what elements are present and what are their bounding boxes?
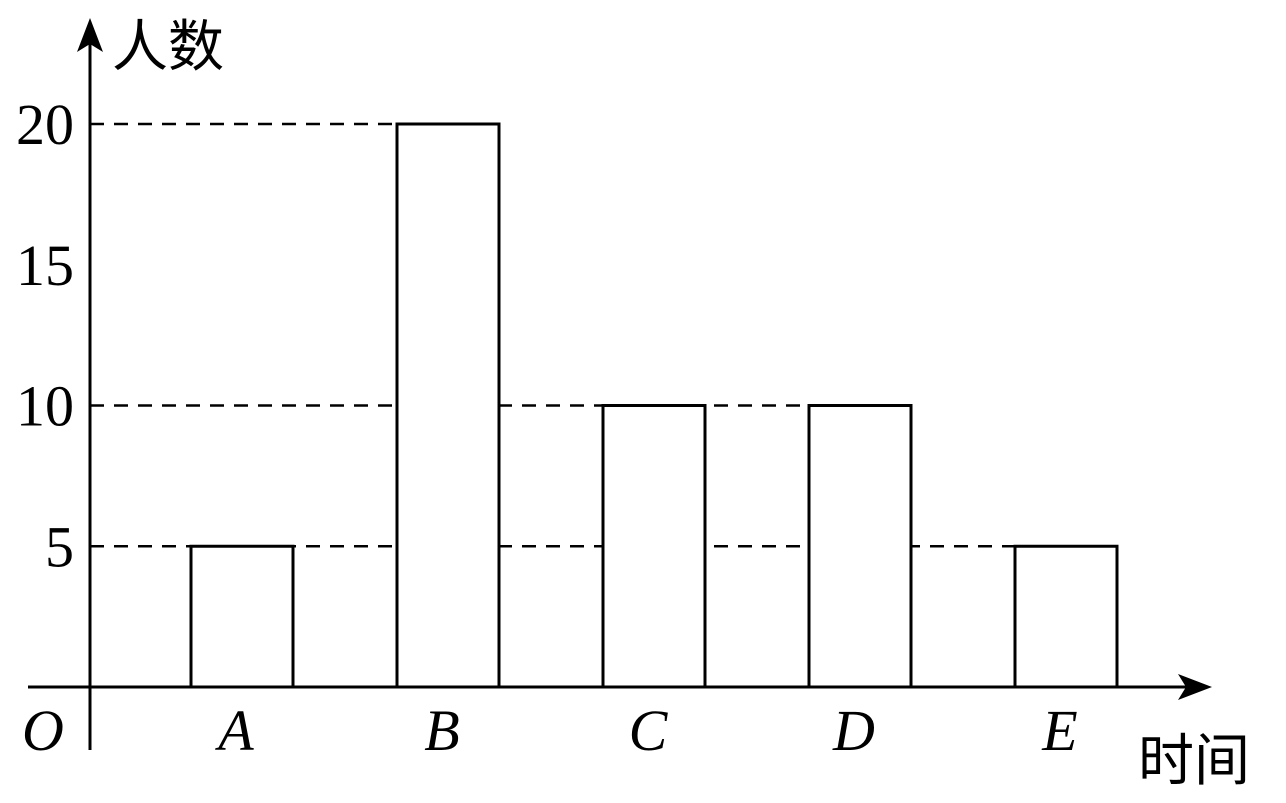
- bars: [189, 122, 1119, 689]
- y-tick-label-10: 10: [16, 374, 74, 439]
- bar-A: [189, 544, 295, 689]
- y-tick-labels: 5 10 15 20: [16, 92, 74, 579]
- x-tick-label-B: B: [424, 698, 459, 763]
- y-tick-label-5: 5: [45, 514, 74, 579]
- x-tick-label-C: C: [629, 698, 669, 763]
- bar-E: [1013, 544, 1119, 689]
- y-tick-label-15: 15: [16, 233, 74, 298]
- x-tick-label-D: D: [832, 698, 875, 763]
- bar-D: [807, 404, 913, 689]
- y-axis-title: 人数: [112, 15, 224, 80]
- x-tick-label-E: E: [1041, 698, 1077, 763]
- x-tick-label-A: A: [214, 698, 254, 763]
- y-tick-label-20: 20: [16, 92, 74, 157]
- x-tick-labels: A B C D E: [214, 698, 1077, 763]
- bar-C: [601, 404, 707, 689]
- y-axis-arrow: [77, 18, 103, 52]
- x-axis-arrow: [1178, 674, 1212, 700]
- x-axis-title: 时间: [1138, 729, 1250, 794]
- bar-B: [395, 122, 501, 689]
- origin-label: O: [22, 698, 64, 763]
